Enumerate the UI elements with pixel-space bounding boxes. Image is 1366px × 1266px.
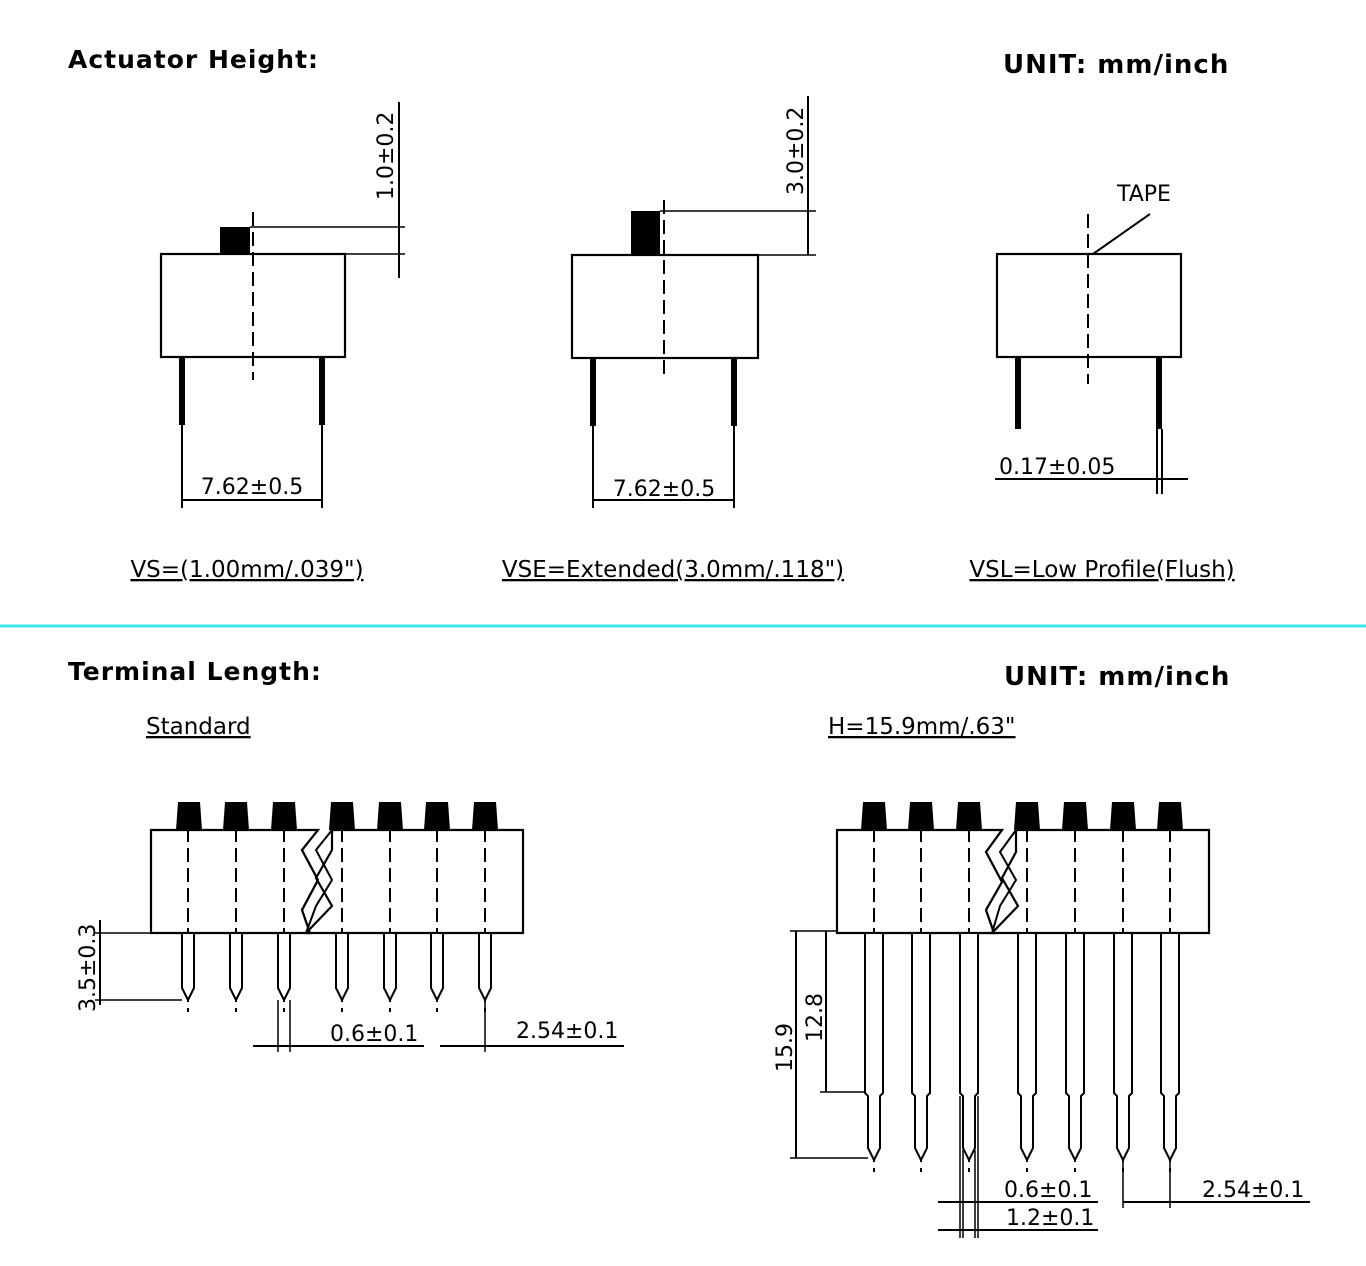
view-vsl: TAPE 0.17±0.05 VSL=Low Profile(Flush) bbox=[969, 182, 1234, 583]
pin-row bbox=[181, 932, 492, 1003]
caption-long: H=15.9mm/.63" bbox=[828, 714, 1016, 740]
switch-body-left bbox=[149, 828, 321, 935]
caption-vs: VS=(1.00mm/.039") bbox=[130, 557, 363, 583]
view-vse: 7.62±0.5 3.0±0.2 VSE=Extended(3.0mm/.118… bbox=[502, 96, 844, 583]
pin bbox=[731, 358, 737, 426]
pin bbox=[319, 357, 325, 425]
shoulder-dim-label: 1.2±0.1 bbox=[1006, 1206, 1094, 1231]
actuator-row bbox=[176, 802, 498, 830]
thickness-dim-label: 0.17±0.05 bbox=[999, 455, 1115, 480]
width-dim-label: 0.6±0.1 bbox=[330, 1022, 418, 1047]
caption-vse: VSE=Extended(3.0mm/.118") bbox=[502, 557, 844, 583]
pin bbox=[1015, 357, 1021, 429]
partial-length-label: 12.8 bbox=[803, 993, 828, 1042]
switch-body-right bbox=[989, 828, 1211, 935]
pin bbox=[1156, 357, 1162, 429]
terminal-heading: Terminal Length: bbox=[68, 657, 322, 686]
pin bbox=[590, 358, 596, 426]
height-dim-label: 3.0±0.2 bbox=[784, 107, 809, 195]
actuator-knob bbox=[220, 227, 250, 255]
actuator-knob-extended bbox=[631, 211, 660, 256]
switch-body-left bbox=[835, 828, 1005, 935]
pin-row bbox=[864, 932, 1180, 1163]
switch-body-right bbox=[303, 828, 525, 935]
view-vs: 7.62±0.5 1.0±0.2 VS=(1.00mm/.039") bbox=[130, 102, 405, 583]
total-length-label: 15.9 bbox=[773, 1023, 798, 1072]
view-standard: Standard bbox=[76, 714, 624, 1052]
caption-vsl: VSL=Low Profile(Flush) bbox=[969, 557, 1234, 583]
tape-leader bbox=[1092, 213, 1151, 255]
pitch-dim-label: 7.62±0.5 bbox=[613, 477, 715, 502]
length-dim-label: 3.5±0.3 bbox=[76, 924, 101, 1012]
actuator-row bbox=[861, 802, 1183, 830]
pitch-dim-label: 7.62±0.5 bbox=[201, 475, 303, 500]
actuator-heading: Actuator Height: bbox=[68, 45, 319, 74]
view-long-terminal: H=15.9mm/.63" bbox=[773, 714, 1310, 1238]
pitch-dim-label: 2.54±0.1 bbox=[516, 1019, 618, 1044]
pitch-dim-label: 2.54±0.1 bbox=[1202, 1178, 1304, 1203]
height-dim-label: 1.0±0.2 bbox=[374, 112, 399, 200]
width-dim-label: 0.6±0.1 bbox=[1004, 1178, 1092, 1203]
tape-label: TAPE bbox=[1116, 182, 1171, 207]
pin bbox=[179, 357, 185, 425]
caption-standard: Standard bbox=[146, 714, 251, 740]
actuator-unit-label: UNIT: mm/inch bbox=[1003, 50, 1229, 80]
terminal-unit-label: UNIT: mm/inch bbox=[1004, 662, 1230, 692]
